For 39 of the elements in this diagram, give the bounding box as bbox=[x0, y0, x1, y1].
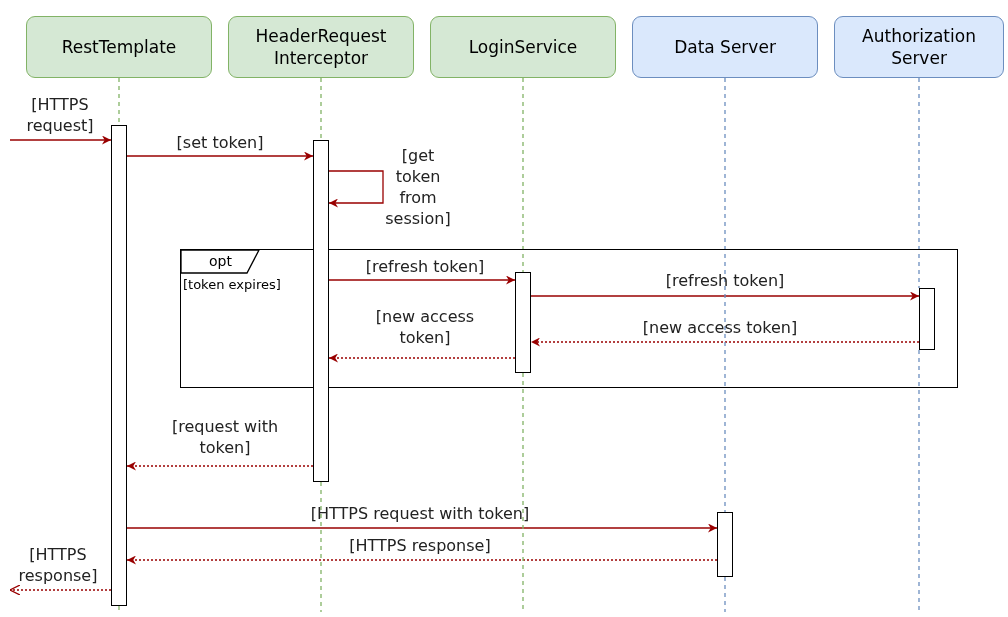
message-arrow bbox=[9, 584, 112, 596]
lifeline bbox=[522, 77, 524, 273]
message-arrow bbox=[328, 170, 384, 208]
message-arrow bbox=[126, 555, 718, 565]
lifeline-header: HeaderRequest Interceptor bbox=[228, 16, 414, 78]
message-label: [new access token] bbox=[641, 317, 799, 338]
message-label: [refresh token] bbox=[364, 256, 486, 277]
message-arrow bbox=[530, 337, 920, 347]
fragment-frame bbox=[180, 249, 958, 388]
message-arrow bbox=[126, 461, 314, 471]
activation-bar bbox=[111, 125, 127, 606]
message-arrow bbox=[9, 135, 112, 145]
message-arrow bbox=[126, 151, 314, 161]
lifeline-header: LoginService bbox=[430, 16, 616, 78]
message-label: [HTTPS request with token] bbox=[309, 503, 531, 524]
lifeline-header: Authorization Server bbox=[834, 16, 1004, 78]
message-arrow bbox=[126, 523, 718, 533]
message-label: [HTTPS request] bbox=[25, 94, 95, 136]
lifeline-header: RestTemplate bbox=[26, 16, 212, 78]
message-label: [request with token] bbox=[170, 416, 280, 458]
lifeline bbox=[724, 77, 726, 513]
message-label: [new access token] bbox=[374, 306, 476, 348]
activation-bar bbox=[717, 512, 733, 577]
message-label: [HTTPS response] bbox=[17, 544, 99, 586]
message-label: [get token from session] bbox=[384, 145, 452, 229]
message-arrow bbox=[328, 275, 516, 285]
activation-bar bbox=[919, 288, 935, 350]
lifeline bbox=[918, 77, 920, 289]
message-label: [HTTPS response] bbox=[348, 535, 492, 556]
message-label: [refresh token] bbox=[664, 270, 786, 291]
guard-condition: [token expires] bbox=[183, 276, 281, 293]
lifeline bbox=[320, 77, 322, 141]
activation-bar bbox=[313, 140, 329, 482]
message-arrow bbox=[530, 291, 920, 301]
fragment-operator: opt bbox=[209, 253, 232, 270]
activation-bar bbox=[515, 272, 531, 373]
message-arrow bbox=[328, 353, 516, 363]
lifeline-header: Data Server bbox=[632, 16, 818, 78]
message-label: [set token] bbox=[175, 132, 265, 153]
